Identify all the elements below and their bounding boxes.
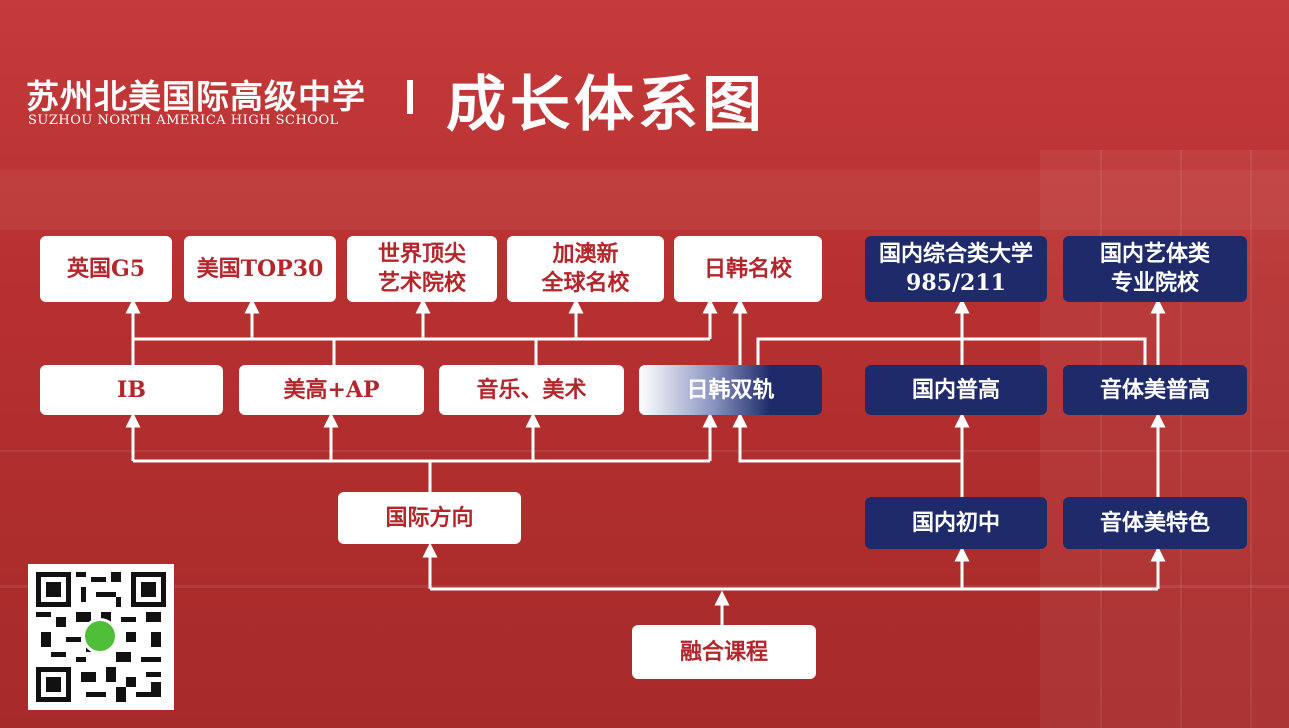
dest-aus-can-nz: 加澳新 全球名校 [507,236,664,302]
foundation-fusion: 融合课程 [632,625,816,679]
track-us-ap: 美高+AP [239,365,424,415]
track-ib: IB [40,365,223,415]
title-divider [407,80,413,114]
track-jk-dual: 日韩双轨 [639,365,822,415]
track-domestic-hs: 国内普高 [865,365,1047,415]
track-music-art: 音乐、美术 [439,365,624,415]
track-art-sports-hs: 音体美普高 [1063,365,1247,415]
school-name-en: SUZHOU NORTH AMERICA HIGH SCHOOL [28,113,339,128]
wechat-icon [82,618,118,654]
page-title: 成长体系图 [446,70,766,140]
dest-us-top30: 美国TOP30 [184,236,336,302]
foundation-intl: 国际方向 [338,492,521,544]
foundation-domestic-junior: 国内初中 [865,497,1047,549]
dest-domestic-art: 国内艺体类 专业院校 [1063,236,1247,302]
dest-uk-g5: 英国G5 [40,236,172,302]
foundation-art-sports-feature: 音体美特色 [1063,497,1247,549]
dest-domestic-985: 国内综合类大学 985/211 [865,236,1047,302]
dest-jp-kr: 日韩名校 [674,236,822,302]
school-name-cn: 苏州北美国际高级中学 [26,77,366,116]
dest-world-art: 世界顶尖 艺术院校 [347,236,497,302]
